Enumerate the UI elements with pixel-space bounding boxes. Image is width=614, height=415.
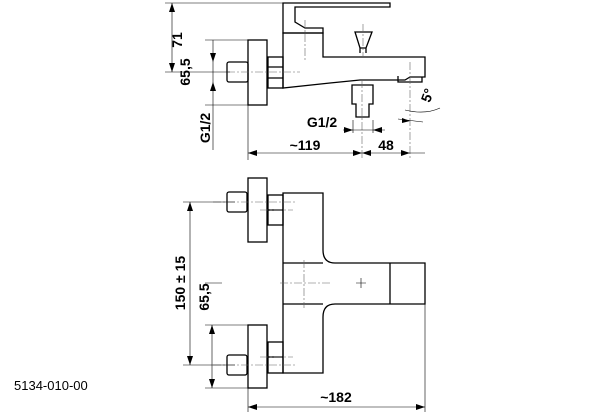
escutcheon-lower	[247, 324, 268, 389]
dim-g12-outlet: G1/2	[307, 114, 338, 130]
escutcheon-side	[247, 39, 268, 106]
dim-71: 71	[169, 32, 185, 48]
side-view: 71 65,5 G1/2 G1/2 ~119 48 5°	[165, 2, 441, 160]
dim-65-5-side: 65,5	[177, 58, 193, 85]
dim-5-deg: 5°	[417, 86, 437, 104]
lever-handle	[282, 2, 391, 34]
front-view: 150 ± 15 65,5 ~182	[172, 177, 426, 412]
drawing-code: 5134-010-00	[14, 378, 88, 393]
dim-150: 150 ± 15	[172, 256, 188, 311]
dim-48: 48	[378, 137, 394, 153]
dim-g12-left: G1/2	[197, 113, 213, 144]
dim-182: ~182	[320, 389, 352, 405]
mixer-body-side	[282, 32, 426, 89]
connector-nut-side	[267, 56, 284, 89]
bottom-outlet	[351, 84, 374, 118]
dim-119: ~119	[290, 137, 321, 153]
dim-65-5-front: 65,5	[196, 283, 212, 310]
diverter-knob	[354, 31, 373, 53]
